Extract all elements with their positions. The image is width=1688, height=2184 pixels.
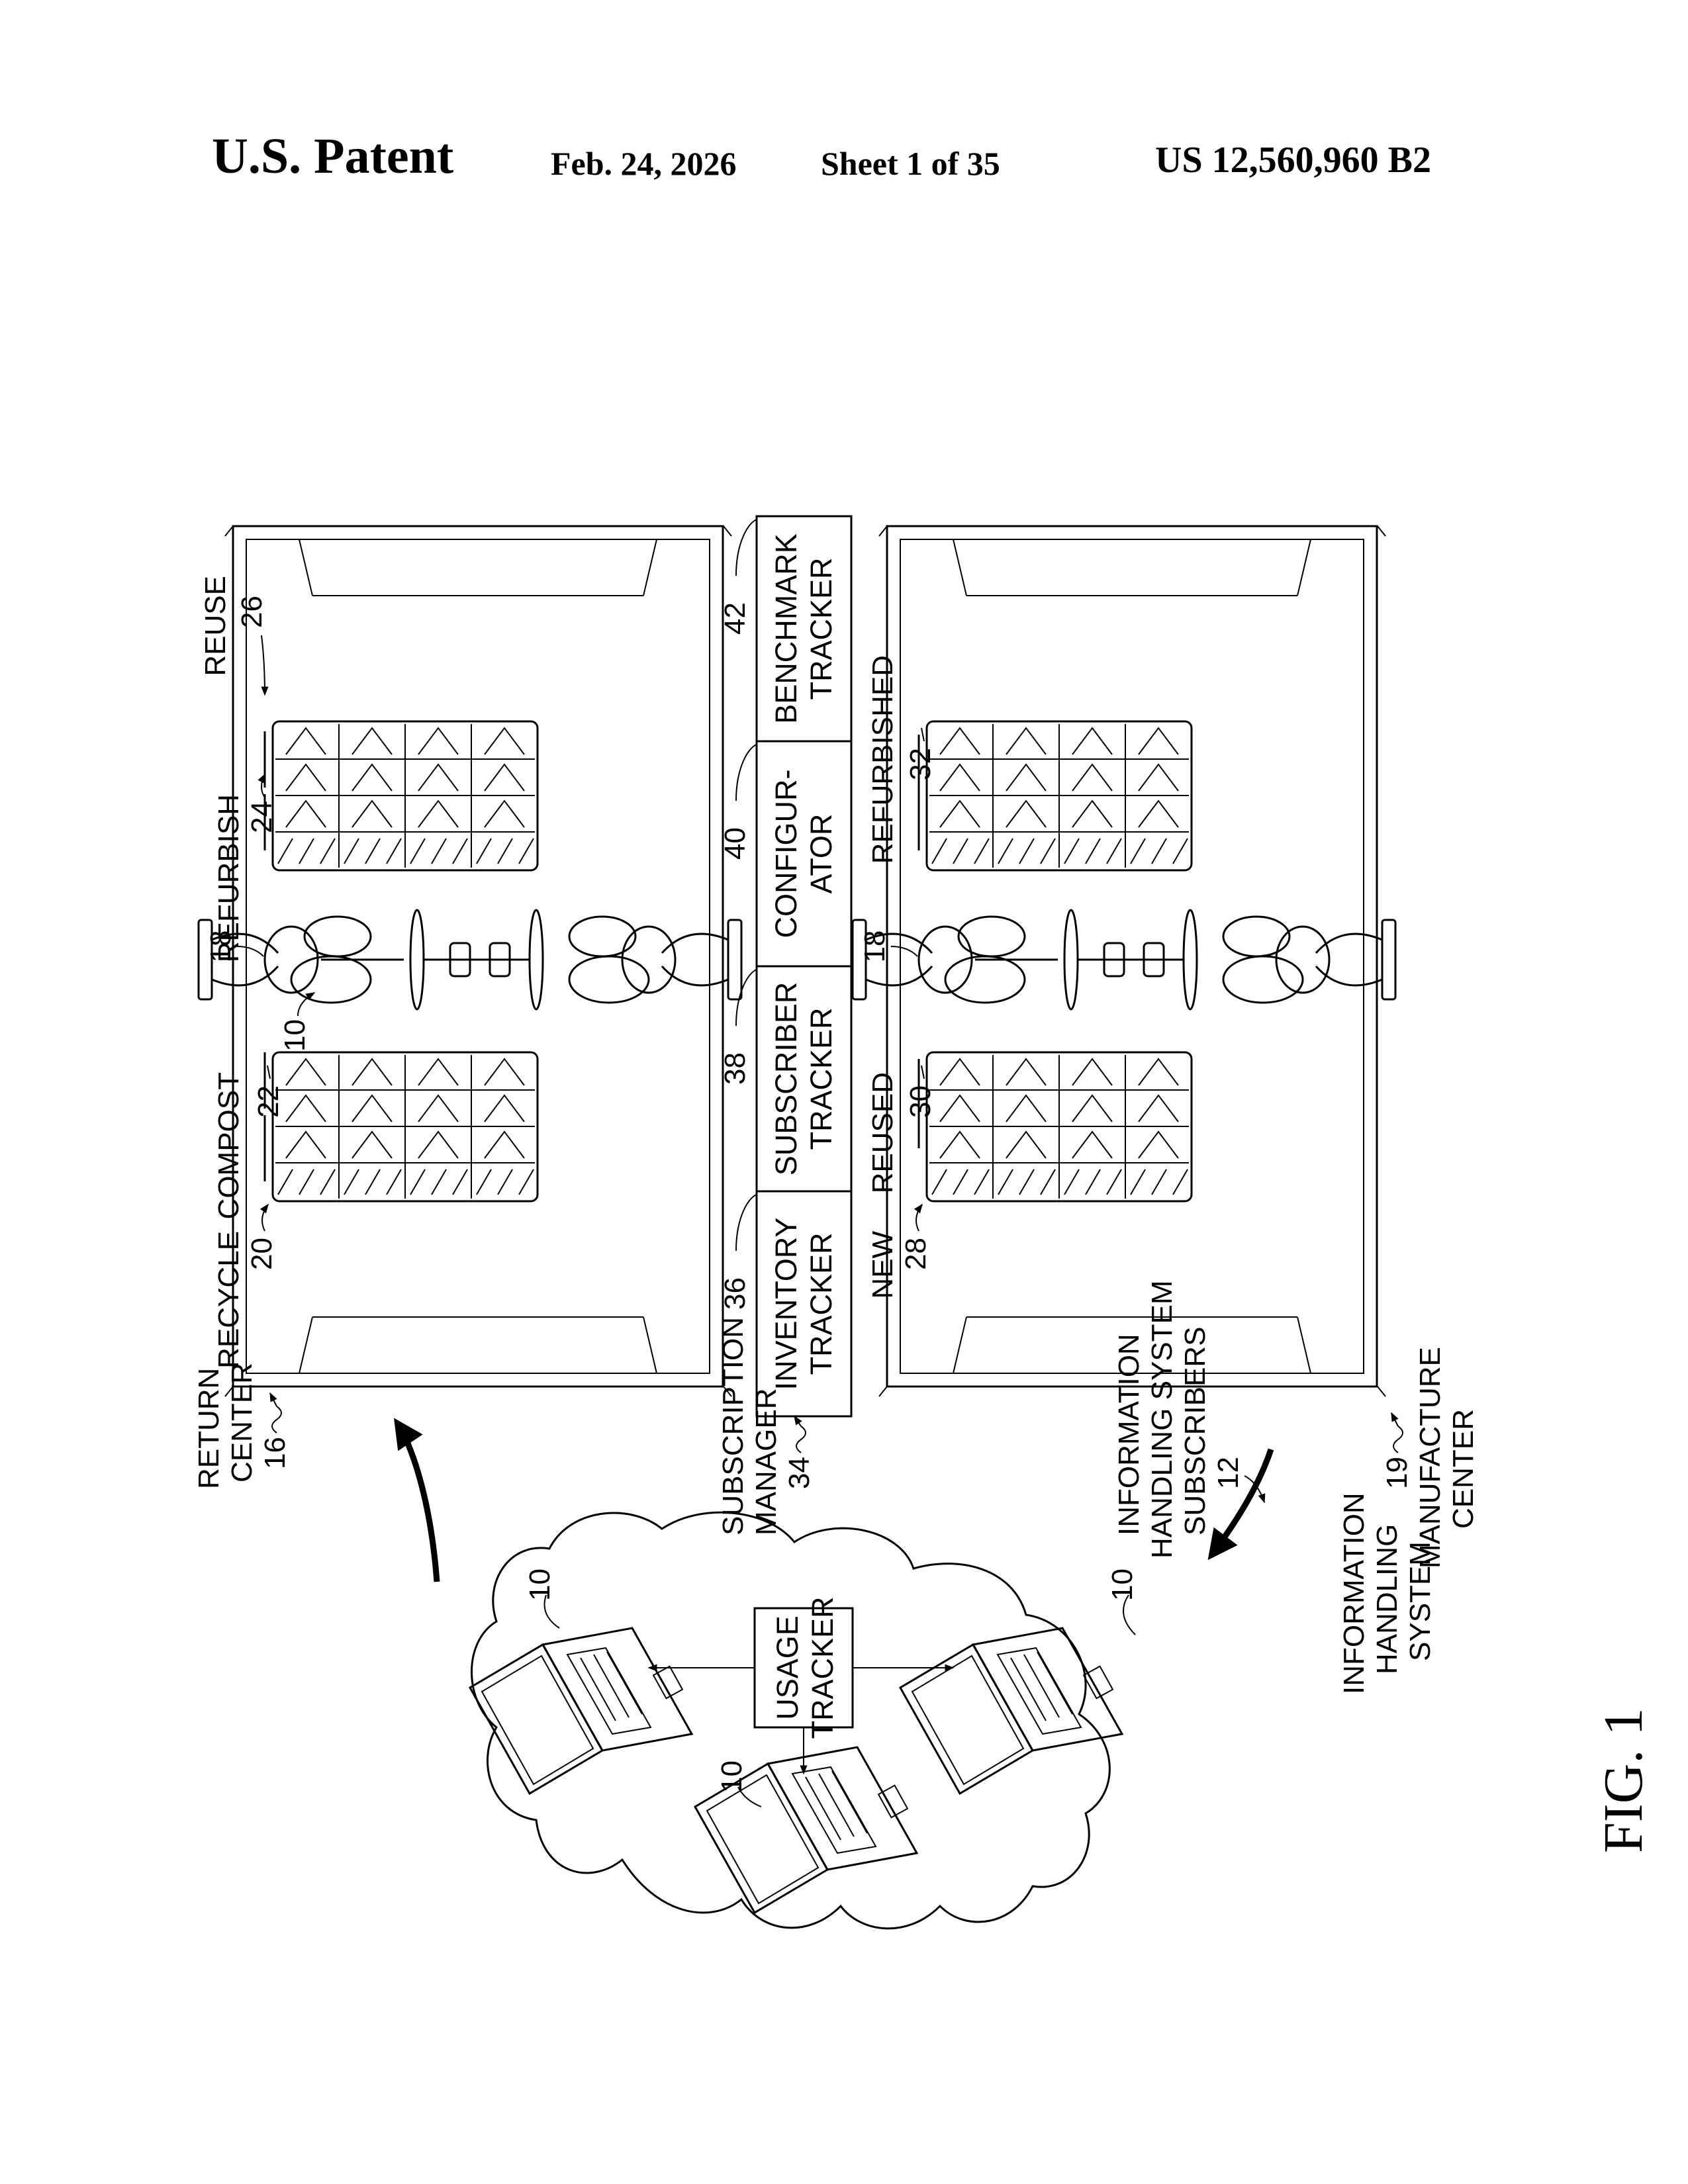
refurbish-reuse-rack	[273, 721, 538, 870]
refurbished-label: REFURBISHED	[867, 655, 899, 864]
recycle-compost-rack	[273, 1052, 538, 1201]
recycle-label: RECYCLE	[212, 1231, 245, 1369]
subscription-manager: INVENTORY TRACKER SUBSCRIBER TRACKER CON…	[736, 516, 851, 1416]
subscription-manager-label-2: MANAGER	[750, 1388, 782, 1535]
configurator-label-2: ATOR	[804, 814, 838, 894]
figure-frame: INVENTORY TRACKER SUBSCRIBER TRACKER CON…	[193, 516, 1654, 1929]
to-return-center-arrow	[397, 1423, 437, 1582]
usage-tracker-label-2: TRACKER	[806, 1596, 839, 1739]
subscriber-laptop-upper	[470, 1628, 692, 1794]
return-robot-arm-ref: 10	[279, 1019, 311, 1052]
manufacture-center-label-1: MANUFACTURE	[1414, 1347, 1446, 1569]
configurator-label-1: CONFIGUR-	[769, 770, 803, 938]
laptop-ref-middle: 10	[716, 1760, 748, 1793]
subscriber-laptop-lower	[900, 1628, 1122, 1794]
inventory-tracker-ref: 36	[719, 1277, 751, 1310]
refurbished-ref: 32	[904, 748, 937, 780]
subscription-manager-ref: 34	[783, 1457, 816, 1489]
new-reused-rack	[927, 1052, 1192, 1201]
return-center-label-1: RETURN	[193, 1368, 225, 1489]
subscriber-tracker-label-1: SUBSCRIBER	[769, 982, 803, 1176]
recycle-ref: 20	[246, 1238, 278, 1270]
benchmark-tracker-label-2: TRACKER	[804, 557, 838, 700]
reused-ref: 30	[904, 1085, 937, 1118]
new-ref: 28	[900, 1238, 932, 1270]
subscribers-label-1: INFORMATION	[1113, 1334, 1145, 1535]
manufacture-center-label-2: CENTER	[1447, 1409, 1479, 1529]
system-label-3: SYSTEM	[1404, 1541, 1436, 1661]
refurbished-rack	[927, 721, 1192, 870]
refurbish-ref: 24	[246, 801, 278, 833]
new-label: NEW	[867, 1231, 899, 1299]
figure-caption: FIG. 1	[1593, 1708, 1654, 1853]
manufacture-center-facility	[853, 526, 1395, 1396]
laptop-ref-lower: 10	[1106, 1569, 1139, 1601]
subscribers-label-2: HANDLING SYSTEM	[1146, 1280, 1178, 1559]
compost-ref: 22	[252, 1085, 285, 1118]
configurator-ref: 40	[719, 827, 751, 860]
system-label-1: INFORMATION	[1338, 1492, 1370, 1694]
reuse-label: REUSE	[199, 576, 232, 676]
reused-label: REUSED	[867, 1072, 899, 1193]
subscribers-label-3: SUBSCRIBERS	[1179, 1327, 1211, 1535]
benchmark-tracker-label-1: BENCHMARK	[769, 533, 803, 724]
return-center-facility	[199, 526, 741, 1396]
return-robot-ref: 18	[205, 931, 237, 963]
return-center-label-2: CENTER	[226, 1363, 258, 1482]
laptop-ref-upper: 10	[524, 1569, 556, 1601]
reuse-ref: 26	[236, 596, 268, 628]
manufacture-center-ref: 19	[1381, 1457, 1413, 1489]
subscriber-tracker-label-2: TRACKER	[804, 1007, 838, 1150]
subscriber-tracker-ref: 38	[719, 1052, 751, 1085]
manufacture-robot-arm	[853, 910, 1395, 1009]
return-robot-arm	[199, 910, 741, 1009]
subscribers-ref: 12	[1212, 1457, 1244, 1489]
system-label-2: HANDLING	[1371, 1524, 1403, 1674]
manufacture-robot-ref: 18	[859, 931, 891, 963]
return-center-ref: 16	[259, 1437, 291, 1469]
compost-label: COMPOST	[212, 1072, 245, 1219]
inventory-tracker-label-2: TRACKER	[804, 1232, 838, 1375]
benchmark-tracker-ref: 42	[719, 602, 751, 635]
inventory-tracker-label-1: INVENTORY	[769, 1218, 803, 1390]
subscription-manager-label-1: SUBSCRIPTION	[717, 1317, 749, 1535]
usage-tracker-label-1: USAGE	[771, 1615, 804, 1720]
